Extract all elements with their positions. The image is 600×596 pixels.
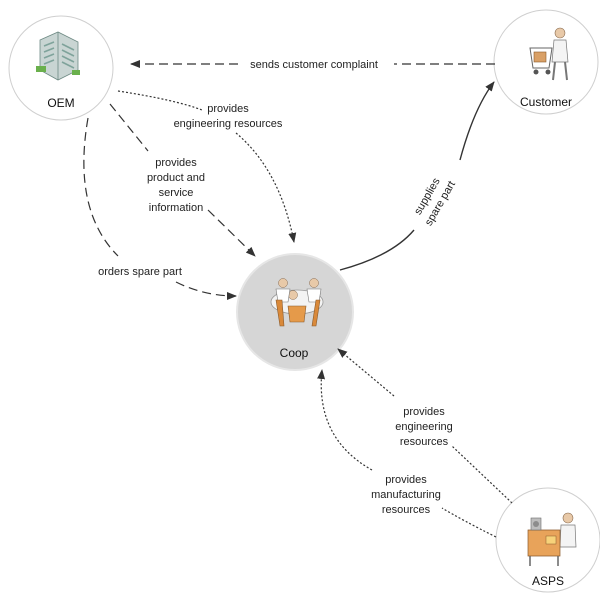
edge-label-asps-engineering-2: engineering (395, 421, 453, 433)
edge-oem-engineering: provides engineering resources (117, 90, 297, 243)
edge-asps-manufacturing: provides manufacturing resources (317, 369, 497, 538)
node-oem[interactable]: OEM (8, 15, 114, 121)
edge-label-oem-engineering-2: engineering resources (174, 118, 283, 130)
node-customer[interactable]: Customer (493, 9, 599, 115)
edge-asps-engineering: provides engineering resources (337, 348, 513, 504)
edge-label-complaint: sends customer complaint (250, 59, 378, 71)
factory-worker-icon (527, 512, 577, 566)
node-label-customer: Customer (520, 95, 572, 109)
node-label-coop: Coop (280, 346, 309, 360)
shopper-with-cart-icon (529, 27, 569, 81)
edge-label-order: orders spare part (98, 266, 182, 278)
edge-label-asps-manufacturing-2: manufacturing (371, 489, 441, 501)
office-building-icon (36, 31, 80, 81)
node-label-oem: OEM (47, 96, 74, 110)
node-label-asps: ASPS (532, 574, 564, 588)
edge-label-product-info-2: product and (147, 172, 205, 184)
edge-label-asps-engineering-3: resources (400, 436, 449, 448)
edge-label-product-info-3: service (159, 187, 194, 199)
node-asps[interactable]: ASPS (495, 487, 600, 593)
meeting-table-icon (270, 278, 324, 327)
edge-label-asps-manufacturing-3: resources (382, 504, 431, 516)
edge-label-product-info-1: provides (155, 157, 197, 169)
edge-label-asps-manufacturing-1: provides (385, 474, 427, 486)
edge-supply: supplies spare part (339, 81, 495, 271)
edge-order: orders spare part (83, 117, 237, 300)
node-coop[interactable]: Coop (236, 253, 354, 371)
edge-product-info: provides product and service information (109, 103, 256, 257)
edge-label-asps-engineering-1: provides (403, 406, 445, 418)
edge-label-oem-engineering-1: provides (207, 103, 249, 115)
edge-complaint: sends customer complaint (130, 59, 495, 71)
edge-label-product-info-4: information (149, 202, 203, 214)
